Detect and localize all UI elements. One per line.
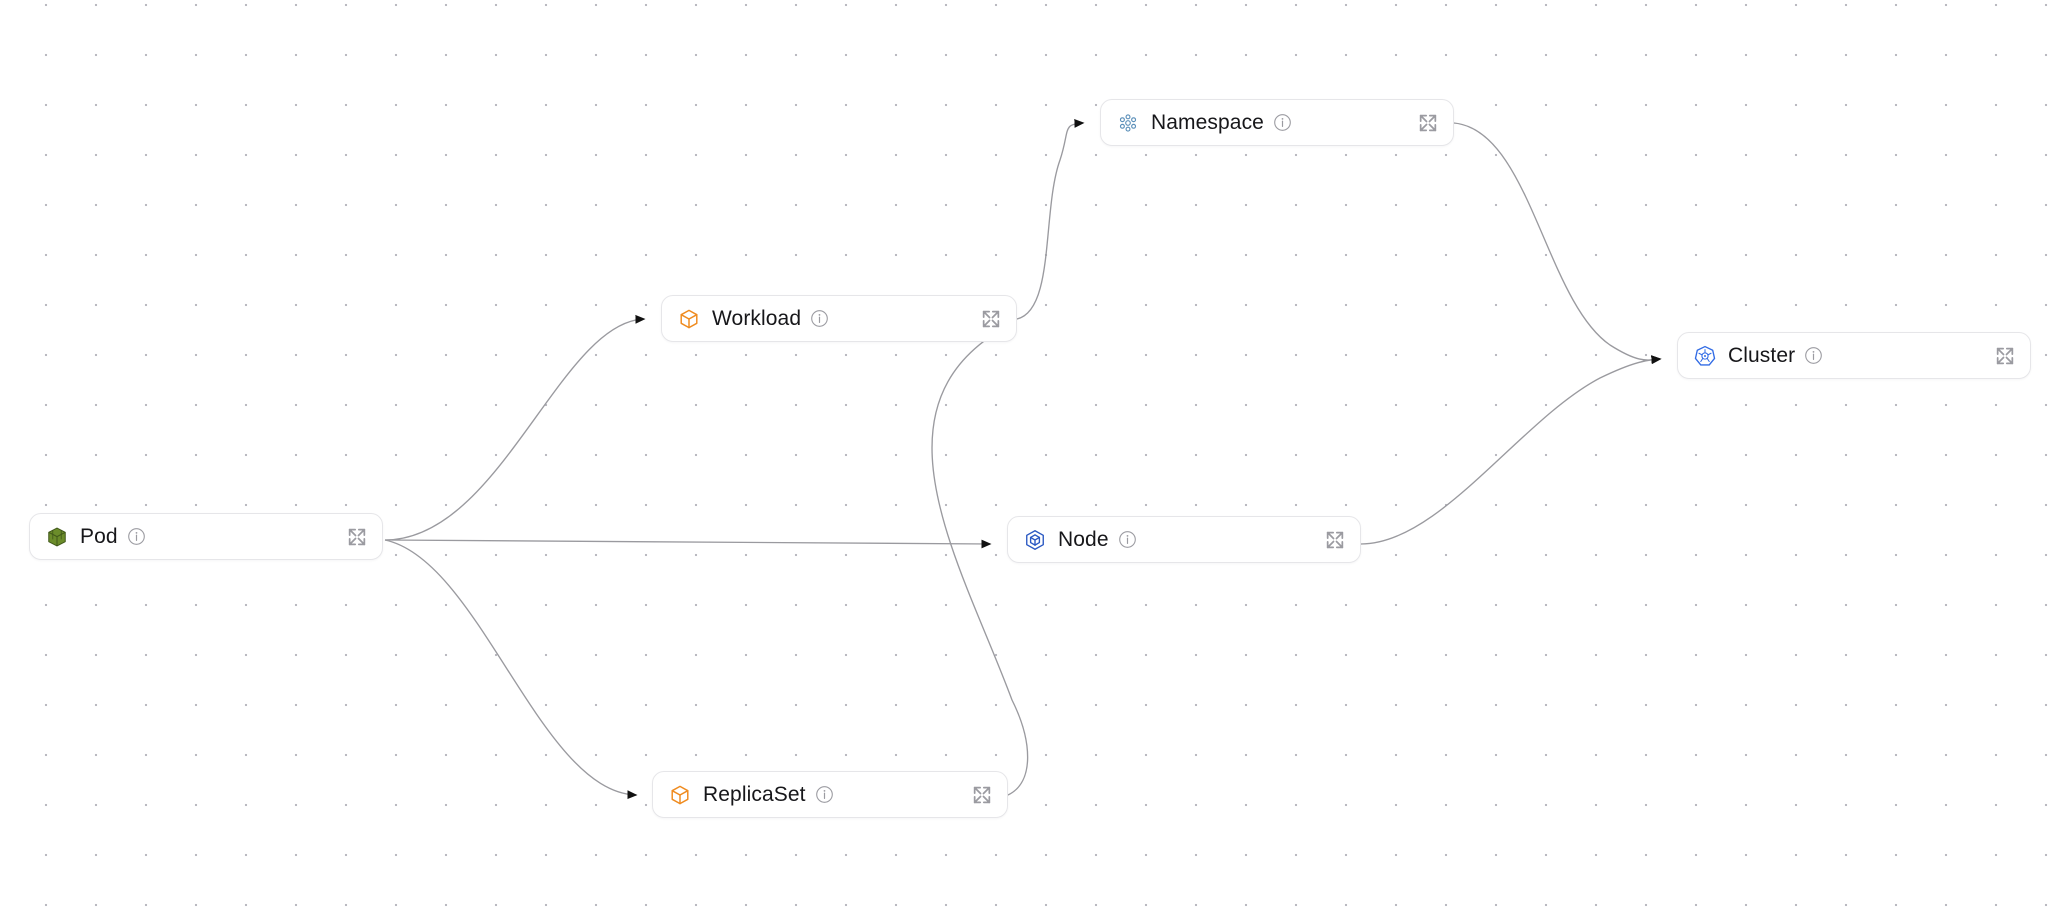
graph-node-workload[interactable]: Workload [661,295,1017,342]
expand-icon[interactable] [1417,112,1439,134]
graph-node-replicaset[interactable]: ReplicaSet [652,771,1008,818]
replicaset-cube-icon [669,784,691,806]
node-hexcube-icon [1024,529,1046,551]
graph-edge [1360,355,1662,545]
expand-icon[interactable] [1994,345,2016,367]
info-icon[interactable] [1118,530,1137,549]
expand-icon[interactable] [346,526,368,548]
node-label: Pod [80,525,118,548]
node-label: Node [1058,528,1109,551]
node-label: Cluster [1728,344,1796,367]
namespace-cluster-dots-icon [1117,112,1139,134]
info-icon[interactable] [1273,113,1292,132]
graph-edge [384,539,992,549]
graph-edge [384,314,646,541]
pod-cube-icon [46,526,68,548]
node-label: Workload [712,307,802,330]
workload-cube-icon [678,308,700,330]
expand-icon[interactable] [1324,529,1346,551]
graph-node-node[interactable]: Node [1007,516,1361,563]
graph-node-cluster[interactable]: Cluster [1677,332,2031,379]
info-icon[interactable] [815,785,834,804]
expand-icon[interactable] [971,784,993,806]
info-icon[interactable] [810,309,829,328]
kubernetes-helm-icon [1694,345,1716,367]
node-label: ReplicaSet [703,783,806,806]
info-icon[interactable] [1804,346,1823,365]
graph-node-pod[interactable]: Pod [29,513,383,560]
node-label: Namespace [1151,111,1264,134]
graph-edge [1453,122,1662,365]
expand-icon[interactable] [980,308,1002,330]
graph-node-namespace[interactable]: Namespace [1100,99,1454,146]
graph-edge [1016,118,1085,320]
info-icon[interactable] [127,527,146,546]
graph-edge [384,539,638,800]
